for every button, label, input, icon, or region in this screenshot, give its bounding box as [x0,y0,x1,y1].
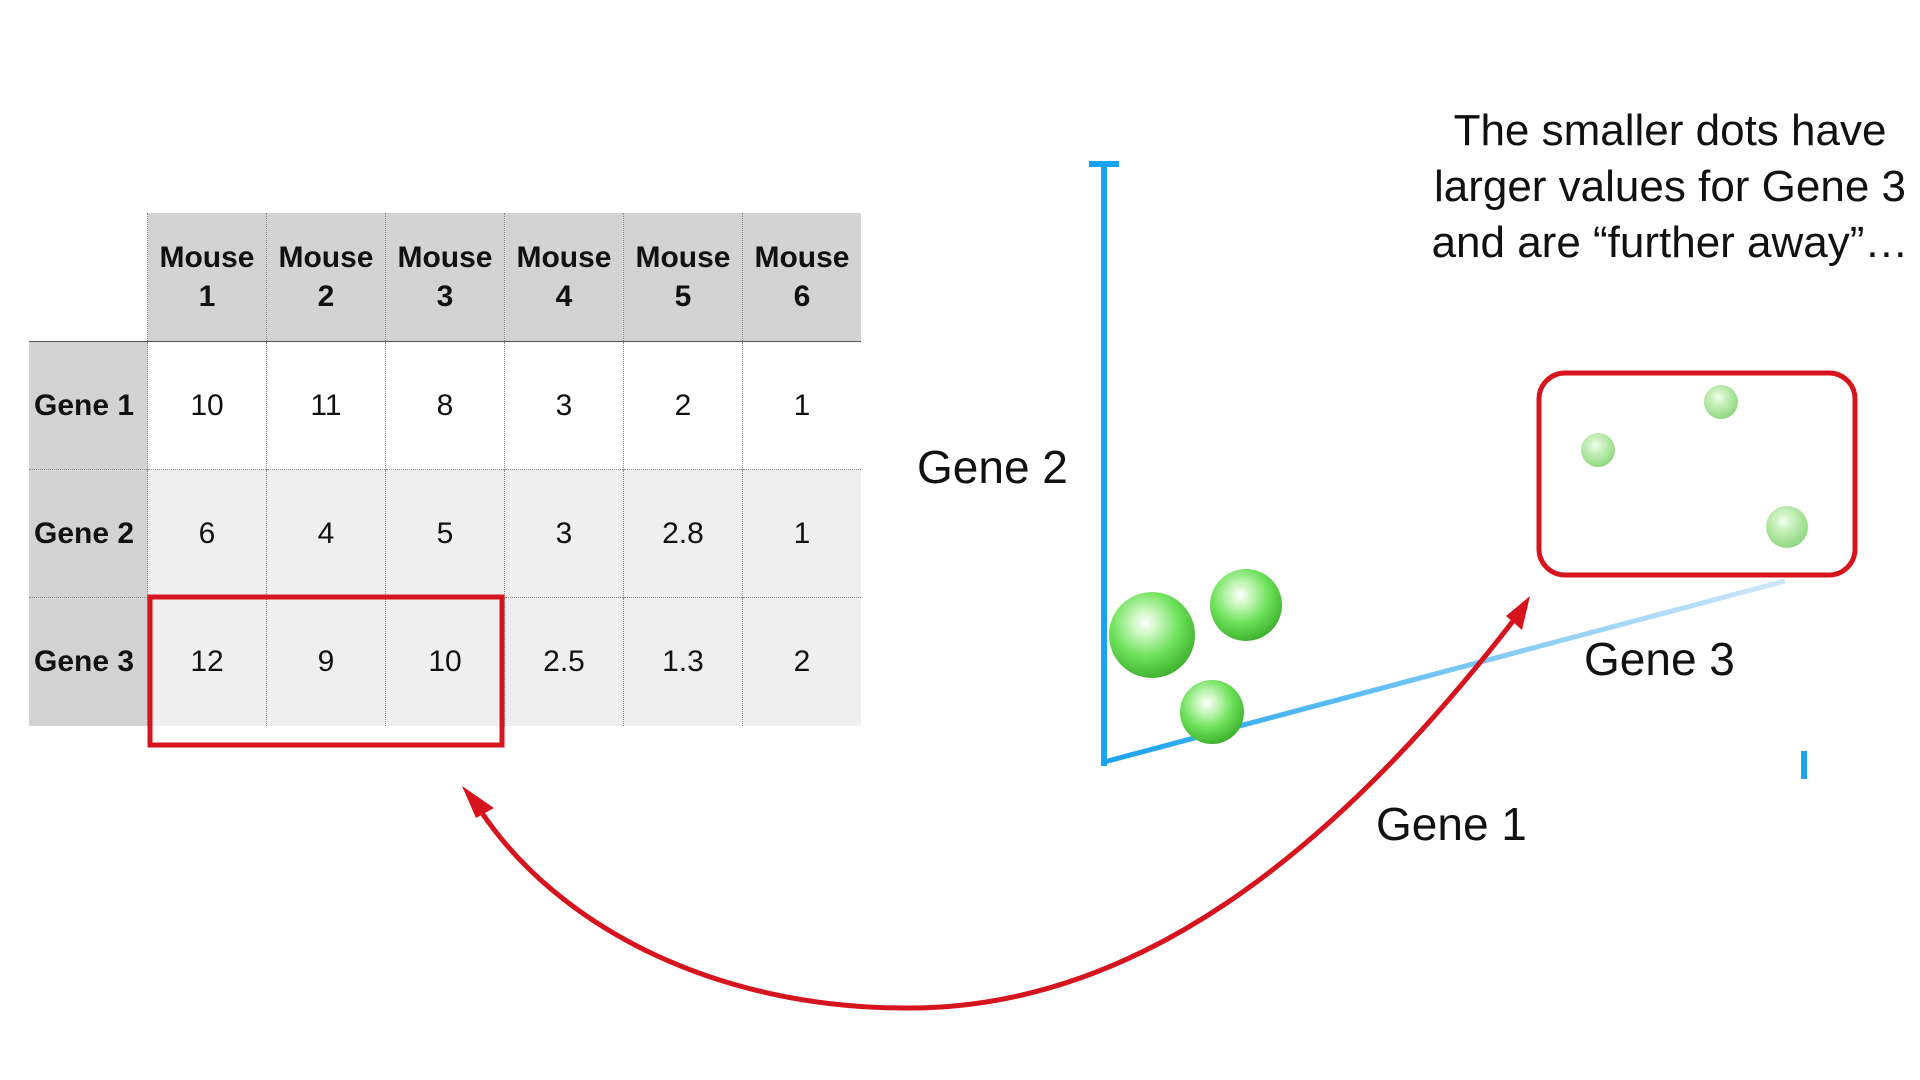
x-axis-label: Gene 1 [1376,798,1527,850]
table-cell: 2 [742,597,861,726]
gene-expression-table: Mouse 1 Mouse 2 Mouse 3 Mouse 4 Mouse 5 … [29,213,861,726]
table-cell: 5 [385,469,505,598]
table-cell: 4 [266,469,386,598]
column-header-mouse-2: Mouse 2 [266,213,386,342]
near-data-point [1210,569,1282,641]
table-cell: 1.3 [623,597,743,726]
far-data-point [1704,385,1738,419]
table-cell: 3 [504,469,624,598]
table-row-gene-3: Gene 3 12 9 10 2.5 1.3 2 [29,597,861,726]
table-row-gene-1: Gene 1 10 11 8 3 2 1 [29,341,861,470]
table-cell: 1 [742,469,861,598]
table-header-row: Mouse 1 Mouse 2 Mouse 3 Mouse 4 Mouse 5 … [29,213,861,342]
table-cell: 6 [147,469,267,598]
table-cell: 8 [385,341,505,470]
table-cell: 10 [385,597,505,726]
row-header-gene-2: Gene 2 [29,469,148,598]
annotation-text: The smaller dots have larger values for … [1431,106,1909,267]
table-cell: 3 [504,341,624,470]
column-header-mouse-3: Mouse 3 [385,213,505,342]
far-data-point [1766,506,1808,548]
arrowhead-right-icon [1506,596,1530,630]
column-header-mouse-5: Mouse 5 [623,213,743,342]
row-header-gene-3: Gene 3 [29,597,148,726]
near-data-point [1109,592,1195,678]
column-header-mouse-6: Mouse 6 [742,213,861,342]
table-highlight-box [147,594,505,748]
table-cell: 12 [147,597,267,726]
z-axis-label: Gene 3 [1584,633,1735,685]
table-corner [29,213,148,342]
table-cell: 9 [266,597,386,726]
cluster-highlight-box [1536,370,1858,578]
table-cell: 1 [742,341,861,470]
table-cell: 2.8 [623,469,743,598]
table-row-gene-2: Gene 2 6 4 5 3 2.8 1 [29,469,861,598]
row-header-gene-1: Gene 1 [29,341,148,470]
table-cell: 2 [623,341,743,470]
table-cell: 10 [147,341,267,470]
table-cell: 2.5 [504,597,624,726]
connector-arrow [477,610,1522,1011]
y-axis-label: Gene 2 [917,441,1068,493]
column-header-mouse-4: Mouse 4 [504,213,624,342]
far-data-point [1581,433,1615,467]
table-cell: 11 [266,341,386,470]
column-header-mouse-1: Mouse 1 [147,213,267,342]
near-data-point [1180,680,1244,744]
arrowhead-left-icon [462,786,494,818]
